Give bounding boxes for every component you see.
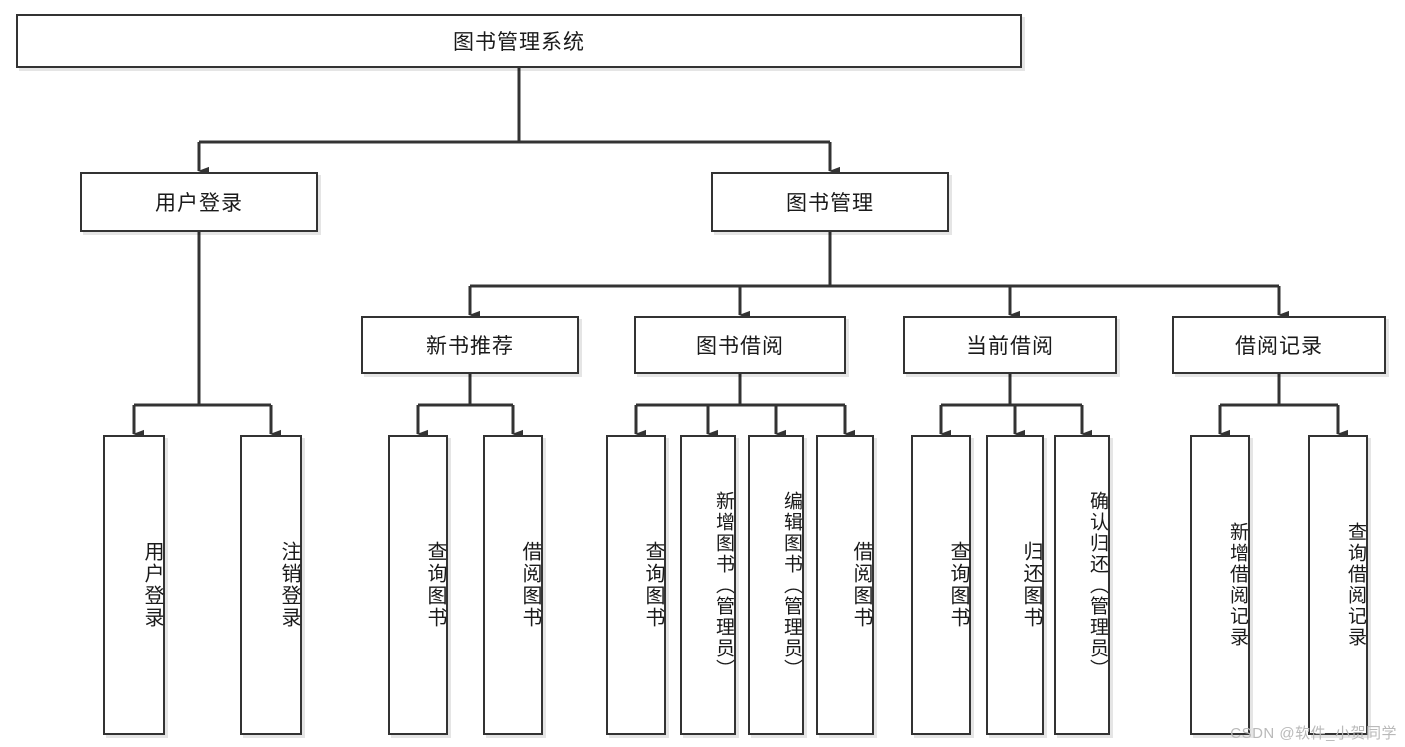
node-l-add[interactable]: 新增图书（管理员） — [680, 435, 736, 735]
node-l-query1[interactable]: 查询图书 — [388, 435, 448, 735]
node-l-logout[interactable]: 注销登录 — [240, 435, 302, 735]
node-label: 借阅记录 — [1235, 335, 1323, 358]
node-l-login[interactable]: 用户登录 — [103, 435, 165, 735]
node-label: 查询图书 — [424, 541, 446, 629]
node-label: 查询借阅记录 — [1345, 522, 1366, 648]
node-borrow[interactable]: 图书借阅 — [634, 316, 846, 374]
node-root[interactable]: 图书管理系统 — [16, 14, 1022, 68]
node-l-addrec[interactable]: 新增借阅记录 — [1190, 435, 1250, 735]
node-label: 用户登录 — [141, 541, 163, 629]
node-l-query2[interactable]: 查询图书 — [606, 435, 666, 735]
node-label: 图书管理系统 — [453, 31, 585, 54]
node-label: 查询图书 — [947, 541, 969, 629]
node-l-borrow2[interactable]: 借阅图书 — [816, 435, 874, 735]
node-l-query3[interactable]: 查询图书 — [911, 435, 971, 735]
node-l-borrow1[interactable]: 借阅图书 — [483, 435, 543, 735]
node-label: 借阅图书 — [850, 541, 872, 629]
node-label: 确认归还（管理员） — [1087, 490, 1108, 680]
node-label: 新增借阅记录 — [1227, 522, 1248, 648]
node-label: 编辑图书（管理员） — [781, 490, 802, 680]
node-label: 图书借阅 — [696, 335, 784, 358]
node-login[interactable]: 用户登录 — [80, 172, 318, 232]
csdn-watermark: CSDN @软件_小贺同学 — [1230, 725, 1397, 742]
node-label: 借阅图书 — [519, 541, 541, 629]
node-label: 新书推荐 — [426, 335, 514, 358]
node-label: 新增图书（管理员） — [713, 490, 734, 680]
node-current[interactable]: 当前借阅 — [903, 316, 1117, 374]
node-label: 用户登录 — [155, 192, 243, 215]
node-label: 查询图书 — [642, 541, 664, 629]
node-l-edit[interactable]: 编辑图书（管理员） — [748, 435, 804, 735]
node-label: 归还图书 — [1020, 541, 1042, 629]
node-l-queryrec[interactable]: 查询借阅记录 — [1308, 435, 1368, 735]
node-newbook[interactable]: 新书推荐 — [361, 316, 579, 374]
node-label: 当前借阅 — [966, 335, 1054, 358]
node-record[interactable]: 借阅记录 — [1172, 316, 1386, 374]
node-label: 图书管理 — [786, 192, 874, 215]
node-label: 注销登录 — [278, 541, 300, 629]
node-l-confirm[interactable]: 确认归还（管理员） — [1054, 435, 1110, 735]
node-bookmgmt[interactable]: 图书管理 — [711, 172, 949, 232]
node-l-return[interactable]: 归还图书 — [986, 435, 1044, 735]
